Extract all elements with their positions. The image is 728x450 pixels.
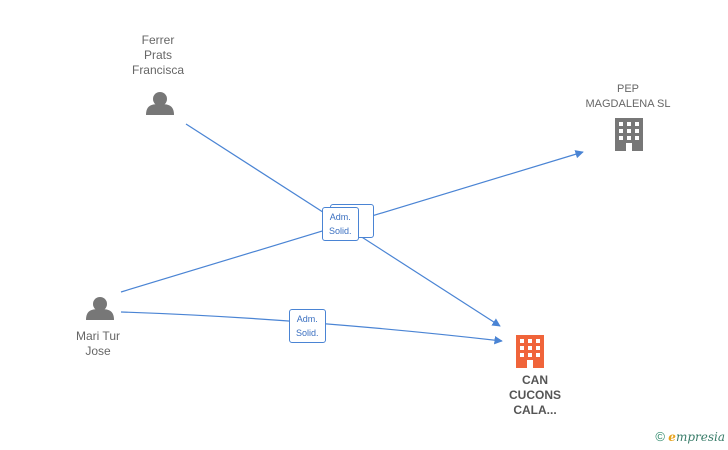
node-label-ferrer[interactable]: Ferrer Prats Francisca: [131, 33, 184, 77]
edge-label-mari-can[interactable]: Adm. Solid.: [289, 309, 326, 343]
building-icon[interactable]: [615, 118, 643, 151]
node-label-can[interactable]: CAN CUCONS CALA...: [508, 373, 561, 417]
copyright-icon: ©: [655, 429, 665, 444]
brand-e: e: [668, 430, 676, 444]
edge-label-ferrer-can[interactable]: Adm. Solid.: [322, 207, 359, 241]
brand-name: mpresia: [675, 430, 725, 444]
node-label-pep[interactable]: PEP MAGDALENA SL: [585, 83, 671, 110]
empresia-logo: © empresia: [655, 429, 725, 444]
person-icon[interactable]: [86, 297, 114, 320]
person-icon[interactable]: [146, 92, 174, 115]
building-icon[interactable]: [516, 335, 544, 368]
node-label-mari[interactable]: Mari Tur Jose: [75, 329, 120, 358]
